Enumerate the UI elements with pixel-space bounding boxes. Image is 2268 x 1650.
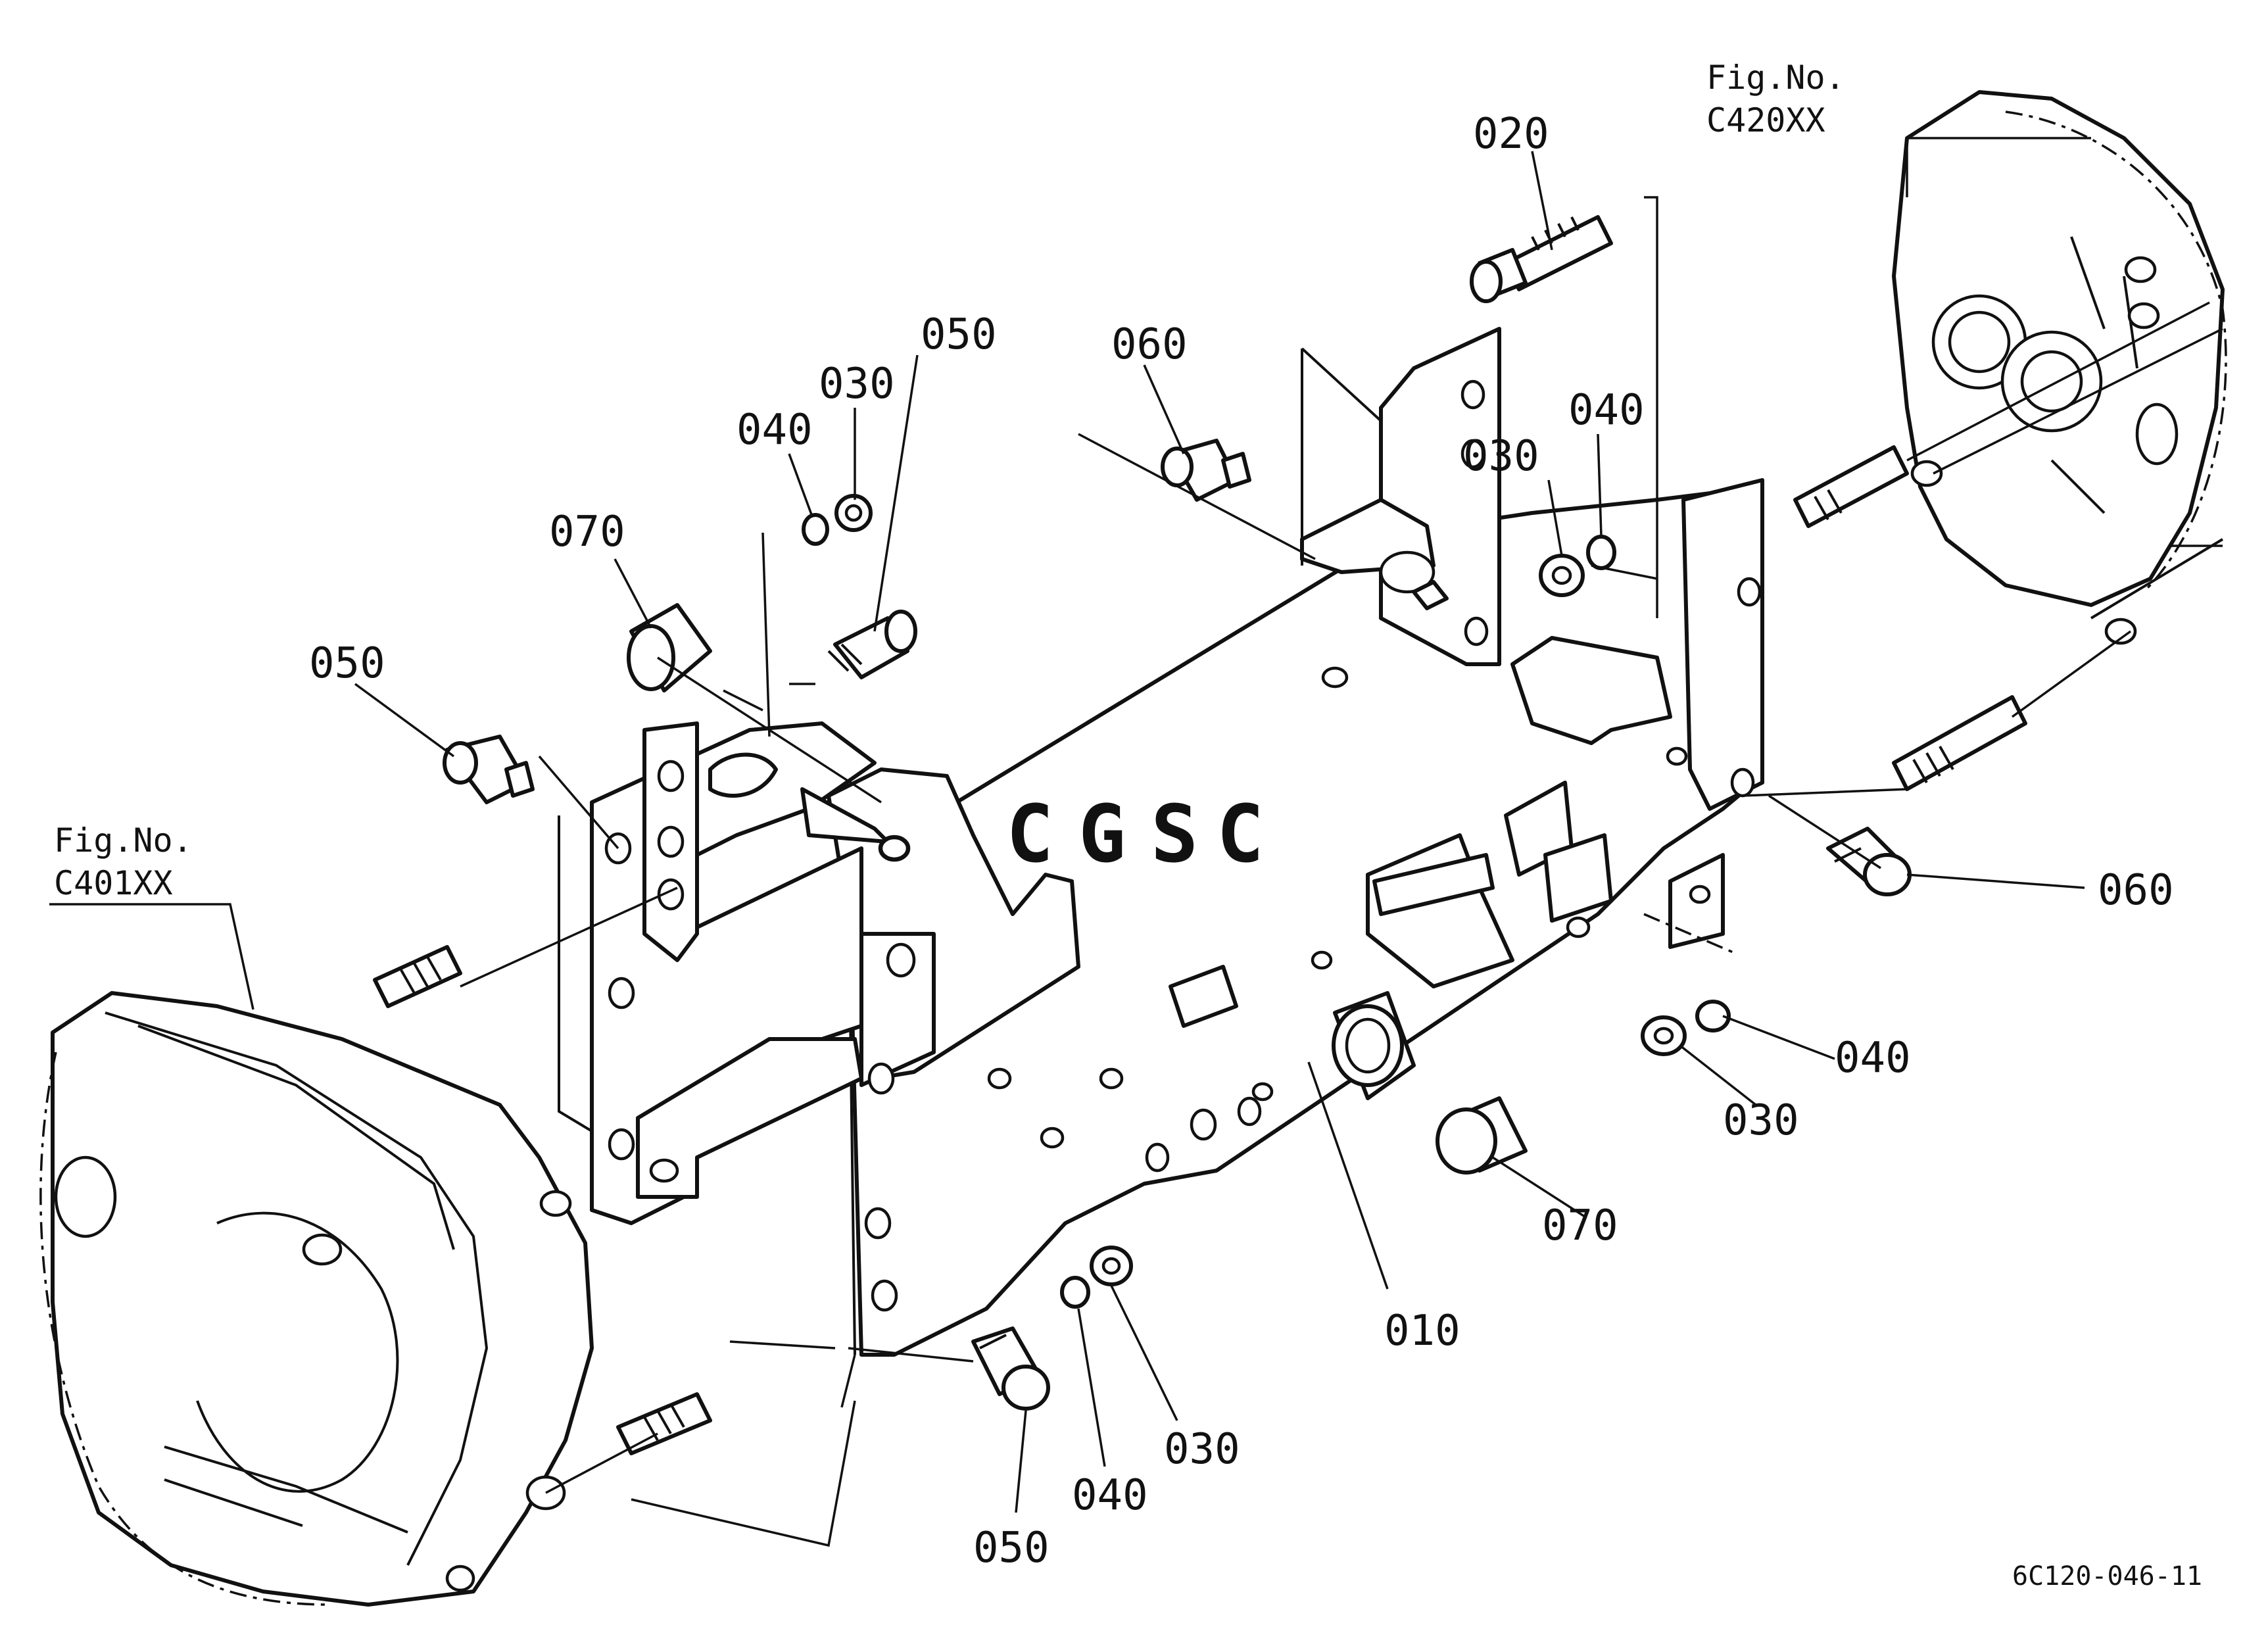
watermark-letter: C [1006,789,1053,881]
watermark-letter: C [1217,789,1264,881]
document-id: 6C120-046-11 [2012,1561,2202,1591]
bolt-050-left [443,735,535,804]
figure-ref-line1: Fig.No. [54,821,193,860]
watermark: C G S C [1006,789,1264,881]
callout-030: 030 [1723,1096,1799,1145]
callout-040: 040 [1568,386,1645,435]
callout-010: 010 [1384,1307,1460,1355]
hardware [373,215,2027,1455]
callout-060: 060 [1111,320,1188,369]
callout-020: 020 [1473,110,1549,158]
figure-reference-front: Fig.No. C401XX [54,821,193,902]
callout-030: 030 [1164,1425,1240,1474]
stud-right-upper [1793,445,1909,528]
figure-ref-line2: C401XX [54,864,173,902]
watermark-letter: G [1078,789,1126,881]
figure-ref-line1: Fig.No. [1706,59,1845,97]
bolt-020 [1470,215,1613,303]
callout-070: 070 [1542,1201,1618,1250]
washer-040-right [1695,1000,1731,1032]
washer-040-upper-right [1586,535,1616,570]
alignment-lines [460,196,2223,1547]
stud-left-lower [616,1392,712,1455]
washer-040-lower [1060,1276,1090,1309]
front-bracket [558,721,909,1225]
lower-right-bracket [1643,853,1737,955]
callout-050: 050 [921,310,997,359]
callouts: 010 020 030 030 030 030 040 040 040 040 … [309,110,2174,1572]
bolt-060-upper [1161,439,1251,502]
figure-ref-line2: C420XX [1706,101,1825,139]
bushing-070-left [627,603,712,692]
callout-030: 030 [1463,432,1539,481]
callout-070: 070 [549,508,625,556]
bushing-070-center [1332,991,1416,1100]
callout-040: 040 [736,406,813,454]
figure-reference-rear: Fig.No. C420XX [1706,59,1845,139]
washer-040-upper-left [802,513,829,546]
stud-left-upper [373,945,462,1008]
callout-040: 040 [1835,1034,1911,1082]
callout-050: 050 [309,639,385,688]
main-frame-010 [827,478,1764,1357]
callout-030: 030 [819,360,895,408]
callout-060: 060 [2098,866,2174,915]
bolt-050-upper [827,610,917,679]
bolt-050-lower [971,1326,1050,1411]
leader-lines [49,137,2091,1513]
callout-040: 040 [1072,1471,1148,1520]
front-transmission-housing [39,991,594,1607]
callout-050: 050 [973,1524,1050,1572]
rear-axle-housing [1892,90,2227,645]
watermark-letter: S [1151,789,1198,881]
stud-right-lower [1892,695,2027,791]
bushing-070-right [1436,1096,1528,1175]
upper-rear-bracket [1300,327,1672,745]
